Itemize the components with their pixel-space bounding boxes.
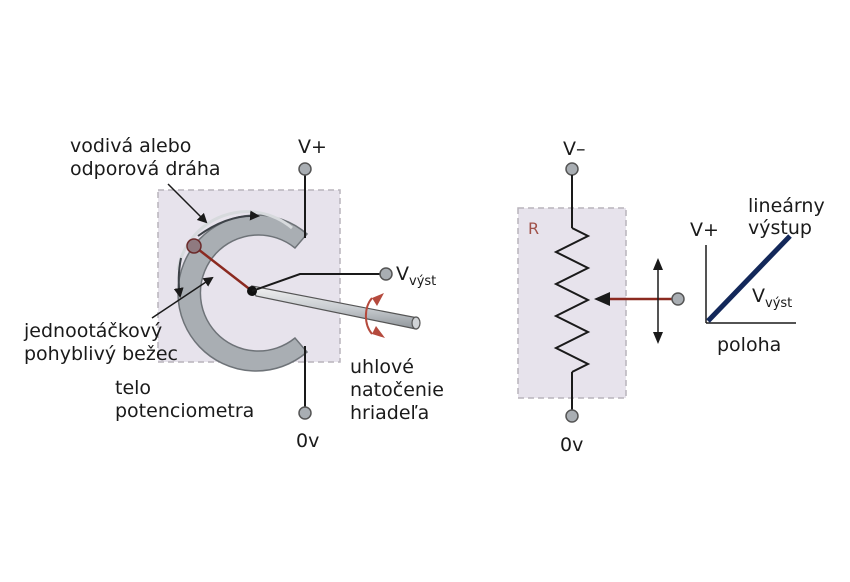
graph-label-xaxis: poloha (717, 334, 781, 356)
graph-label-vplus: V+ (690, 219, 719, 241)
graph-label-linear-line2: výstup (748, 217, 812, 239)
wiper-contact (186, 238, 202, 254)
resistive-track (177, 214, 309, 372)
track-arrow-left (173, 257, 184, 298)
label-vout-left: Vvýst (396, 263, 436, 289)
shaft-end (411, 316, 421, 330)
label-zero-right: 0v (560, 434, 583, 456)
rotation-arrow (364, 297, 373, 335)
graph-output-line (706, 234, 792, 323)
schematic-terminal-bottom (565, 409, 579, 423)
label-vminus: V– (563, 138, 586, 160)
linear-output-graph: V+ lineárny výstup Vvýst poloha (690, 195, 825, 356)
label-body-line2: potenciometra (115, 400, 254, 422)
movement-arrowhead-down (653, 332, 663, 344)
label-wiper-line2: pohyblivý bežec (24, 343, 178, 365)
label-zero-left: 0v (296, 430, 319, 452)
rotation-arrowhead-bottom (372, 326, 385, 338)
label-track-line2: odporová dráha (70, 158, 221, 180)
terminal-top (298, 162, 312, 176)
pointer-track (167, 183, 208, 224)
track-arrow-upper (197, 210, 260, 237)
label-wiper-line1: jednootáčkový (23, 320, 162, 342)
pointer-wiper (151, 276, 214, 319)
label-rotation-line2: natočenie (350, 379, 444, 401)
output-terminal (379, 267, 393, 281)
label-rotation-line3: hriadeľa (350, 402, 429, 424)
track-highlight (176, 210, 293, 271)
movement-arrowhead-up (653, 258, 663, 270)
schematic-potentiometer: V– 0v R (517, 138, 685, 456)
resistor-zigzag (553, 227, 591, 373)
schematic-wiper-arrowhead (594, 292, 610, 306)
label-body-line1: telo (115, 377, 151, 399)
terminal-bottom (298, 406, 312, 420)
physical-potentiometer: vodivá alebo odporová dráha jednootáčkov… (23, 135, 444, 452)
label-resistor: R (528, 219, 539, 238)
label-rotation-line1: uhlové (350, 356, 414, 378)
output-wire (251, 273, 384, 292)
schematic-wiper-terminal (671, 292, 685, 306)
schematic-terminal-top (565, 162, 579, 176)
rotation-arrowhead-top (372, 293, 384, 306)
wiper-arm (193, 245, 253, 292)
graph-label-vout: Vvýst (752, 285, 792, 311)
label-vplus-left: V+ (298, 136, 327, 158)
graph-label-linear-line1: lineárny (748, 195, 825, 217)
label-track-line1: vodivá alebo (70, 135, 191, 157)
